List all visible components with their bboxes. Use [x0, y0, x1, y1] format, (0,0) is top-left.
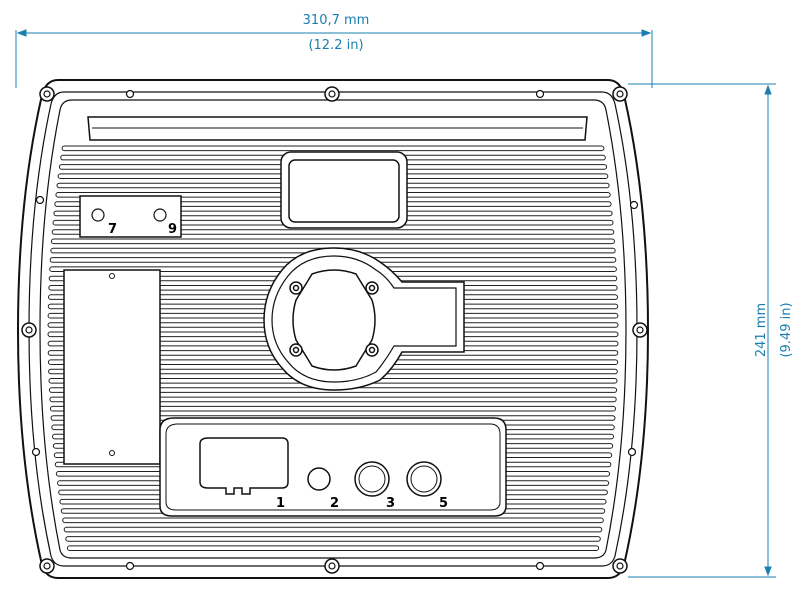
- center-mount: [263, 247, 465, 391]
- cooling-fin: [49, 396, 617, 403]
- hole-7: [91, 208, 105, 222]
- left-side-panel: [63, 269, 161, 465]
- housing-outer-outline: [16, 79, 650, 579]
- mount-screw-bottom-right-inner: [368, 346, 376, 354]
- small-screw-hole: [125, 561, 135, 571]
- port-5-inner-ring: [410, 465, 438, 493]
- left-panel-body: [63, 269, 161, 465]
- top-rail: [87, 116, 588, 141]
- cooling-fin: [49, 405, 616, 412]
- small-screw-hole: [35, 195, 45, 205]
- hole-9: [153, 208, 167, 222]
- housing: [16, 79, 650, 579]
- mounting-hole-inner: [616, 562, 624, 570]
- housing-fin-boundary: [39, 99, 627, 559]
- connector-label-plate: 7 9: [79, 195, 182, 238]
- mounting-hole-inner: [43, 90, 51, 98]
- cooling-fin: [63, 526, 603, 533]
- height-imperial-label: (9.49 in): [779, 302, 794, 357]
- cooling-fin: [50, 238, 615, 245]
- label-9: 9: [168, 222, 177, 237]
- width-arrow-right: [641, 29, 652, 37]
- cooling-fin: [61, 145, 605, 152]
- port-1-connector: [199, 437, 289, 495]
- top-cover-plate-inner: [288, 159, 400, 223]
- left-panel-screw-bottom: [109, 450, 115, 456]
- port-2-label: 2: [330, 496, 339, 511]
- mount-inner-outline: [271, 255, 457, 383]
- small-screw-hole: [629, 200, 639, 210]
- port-3-label: 3: [386, 496, 395, 511]
- left-panel-screw-top: [109, 273, 115, 279]
- mounting-holes: [21, 86, 648, 574]
- width-imperial-label: (12.2 in): [308, 38, 363, 53]
- small-screw-hole: [535, 561, 545, 571]
- mounting-hole-inner: [328, 90, 336, 98]
- mounting-hole-inner: [616, 90, 624, 98]
- label-7: 7: [108, 222, 117, 237]
- mounting-hole-inner: [328, 562, 336, 570]
- height-dimension: [628, 83, 776, 578]
- width-metric-label: 310,7 mm: [303, 13, 370, 28]
- small-screw-hole: [125, 89, 135, 99]
- mount-screw-top-right-inner: [368, 284, 376, 292]
- port-2-connector: [307, 467, 331, 491]
- housing-inner-outline: [28, 91, 638, 567]
- width-dimension: [15, 29, 653, 88]
- width-arrow-left: [16, 29, 27, 37]
- mounting-hole-inner: [25, 326, 33, 334]
- small-screw-hole: [627, 447, 637, 457]
- mounting-hole-inner: [43, 562, 51, 570]
- cooling-fin: [65, 536, 601, 542]
- top-cover-plate: [280, 151, 408, 229]
- mount-screw-top-left-inner: [292, 284, 300, 292]
- port-5-label: 5: [439, 496, 448, 511]
- port-5-connector: [406, 461, 442, 497]
- port-3-inner-ring: [358, 465, 386, 493]
- mounting-hole-inner: [636, 326, 644, 334]
- cooling-fin: [66, 545, 600, 552]
- cooling-fin: [51, 229, 615, 235]
- mount-screw-bottom-left-inner: [292, 346, 300, 354]
- mount-clover: [292, 269, 376, 371]
- height-metric-label: 241 mm: [754, 303, 769, 357]
- port-3-connector: [354, 461, 390, 497]
- connector-panel: 1 2 3 5: [159, 417, 507, 517]
- small-screw-hole: [535, 89, 545, 99]
- height-arrow-bottom: [764, 566, 772, 577]
- height-arrow-top: [764, 84, 772, 95]
- port-1-label: 1: [276, 496, 285, 511]
- cooling-fin: [62, 517, 604, 524]
- small-screw-hole: [31, 447, 41, 457]
